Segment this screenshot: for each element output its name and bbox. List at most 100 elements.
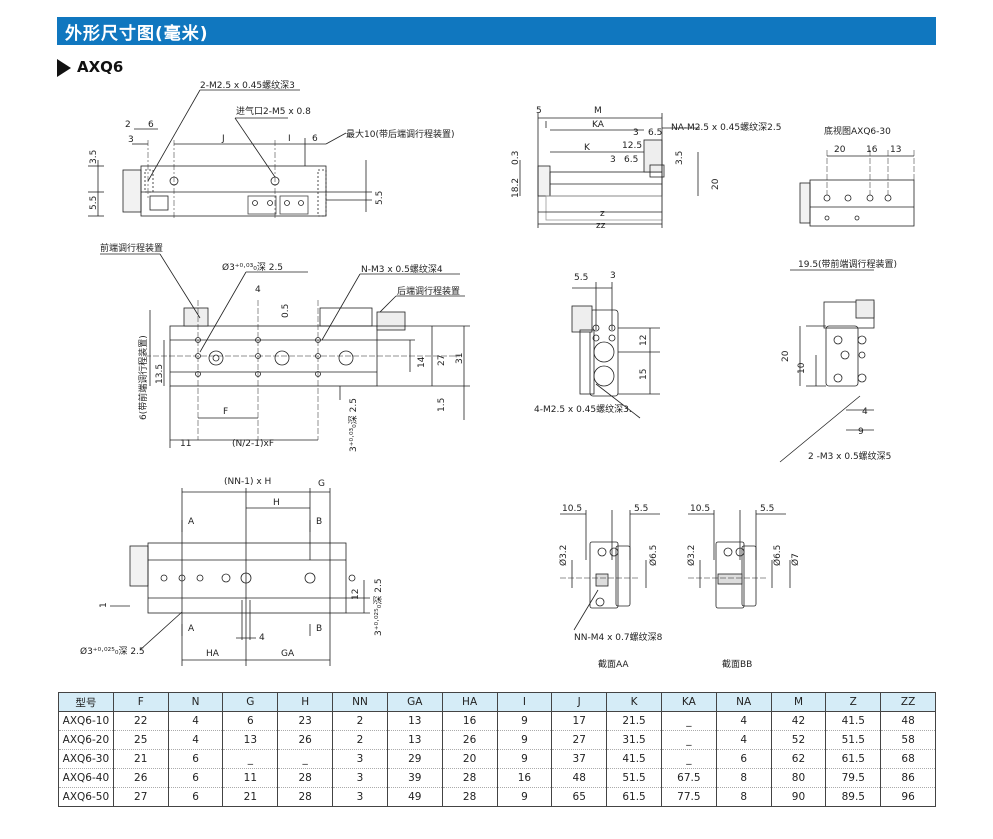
model-cell: AXQ6-30 <box>58 749 114 769</box>
table-cell: 27 <box>551 730 608 750</box>
table-cell: 89.5 <box>825 787 882 807</box>
table-cell: 37 <box>551 749 608 769</box>
table-cell: 77.5 <box>660 787 717 807</box>
dim-10: 10 <box>797 362 807 374</box>
header-bar: 外形尺寸图(毫米) <box>57 17 936 45</box>
table-cell: 26 <box>441 730 498 750</box>
table-header-cell: ZZ <box>880 692 936 712</box>
dim-5-5c: 5.5 <box>574 273 588 283</box>
view-side-section: 5.5 3 12 15 4-M2.5 x 0.45螺纹深3. <box>534 271 660 419</box>
table-cell: 6 <box>167 768 224 788</box>
air-inlet-label: 进气口2-M5 x 0.8 <box>236 105 311 117</box>
dim-nn-h: (NN-1) x H <box>224 477 271 487</box>
table-cell: 25 <box>112 730 169 750</box>
table-cell: 62 <box>770 749 827 769</box>
table-cell: 13 <box>222 730 279 750</box>
table-cell: 79.5 <box>825 768 882 788</box>
table-cell: _ <box>660 749 717 769</box>
section-b-top: B <box>316 517 322 527</box>
table-cell: 9 <box>496 711 553 731</box>
table-cell: 52 <box>770 730 827 750</box>
front-adjust-label: 前端调行程装置 <box>100 242 163 254</box>
model-cell: AXQ6-10 <box>58 711 114 731</box>
dim-M: M <box>594 106 602 116</box>
dim-12-5: 12.5 <box>622 141 642 151</box>
table-cell: 41.5 <box>606 749 662 769</box>
dim-6: 6 <box>148 120 154 130</box>
model-cell: AXQ6-20 <box>58 730 114 750</box>
table-cell: 61.5 <box>825 749 882 769</box>
view-lower-front: (NN-1) x H G H A B A B 1 12 3⁺⁰·⁰²⁵₀深 2.… <box>80 477 384 666</box>
table-cell: 28 <box>441 768 498 788</box>
table-cell: 96 <box>880 787 936 807</box>
dim-10-5a: 10.5 <box>562 504 582 514</box>
table-header-cell: GA <box>386 692 443 712</box>
dim-5-5b: 5.5 <box>375 191 385 205</box>
table-header-cell: I <box>496 692 553 712</box>
table-cell: 31.5 <box>606 730 662 750</box>
table-cell: 48 <box>880 711 936 731</box>
table-cell: 8 <box>715 787 772 807</box>
dim-15: 15 <box>639 369 649 380</box>
side-thread-label: 4-M2.5 x 0.45螺纹深3. <box>534 403 632 415</box>
dim-13-5: 13.5 <box>155 364 165 384</box>
dim-z: z <box>600 209 605 219</box>
hole-depth-label: 3⁺⁰·⁰³₀深 2.5 <box>348 398 359 452</box>
table-cell: 23 <box>277 711 334 731</box>
table-cell: 3 <box>332 749 388 769</box>
table-cell: 13 <box>386 711 443 731</box>
table-header-cell: Z <box>825 692 882 712</box>
model-cell: AXQ6-40 <box>58 768 114 788</box>
max-adjust-label: 最大10(带后端调行程装置) <box>346 128 454 140</box>
table-header-cell: HA <box>441 692 498 712</box>
dim-3: 3 <box>128 135 134 145</box>
dim-5-5d: 5.5 <box>634 504 648 514</box>
table-cell: 21 <box>222 787 279 807</box>
hole-depth-label-2: 3⁺⁰·⁰²⁵₀深 2.5 <box>373 578 384 636</box>
section-bb-label: 截面BB <box>722 658 752 670</box>
dim-zz: zz <box>596 221 606 231</box>
dim-dia-7: Ø7 <box>790 553 801 566</box>
table-cell: 39 <box>386 768 443 788</box>
dimension-drawing: 2-M2.5 x 0.45螺纹深3 进气口2-M5 x 0.8 最大10(带后端… <box>80 79 915 670</box>
table-cell: _ <box>660 730 717 750</box>
table-cell: _ <box>660 711 717 731</box>
table-cell: 28 <box>441 787 498 807</box>
na-thread-label: NA-M2.5 x 0.45螺纹深2.5 <box>671 121 781 133</box>
dim-3k: 3 <box>633 128 639 138</box>
table-cell: 13 <box>386 730 443 750</box>
view-front: 前端调行程装置 Ø3⁺⁰·⁰³₀深 2.5 N-M3 x 0.5螺纹深4 后端调… <box>100 242 470 452</box>
dim-10-5b: 10.5 <box>690 504 710 514</box>
table-cell: 2 <box>332 730 388 750</box>
table-cell: 67.5 <box>660 768 717 788</box>
table-header-row: 型号 F N G H NN GA HA I J K KA NA M Z ZZ <box>58 692 936 712</box>
table-cell: 6 <box>715 749 772 769</box>
dim-KA: KA <box>592 120 605 130</box>
dim-5-5: 5.5 <box>89 196 99 210</box>
table-cell: 16 <box>441 711 498 731</box>
page-title: 外形尺寸图(毫米) <box>65 24 209 44</box>
table-cell: 80 <box>770 768 827 788</box>
table-cell: 51.5 <box>825 730 882 750</box>
table-cell: 9 <box>496 787 553 807</box>
dim-13: 13 <box>890 145 901 155</box>
dim-dia-6-5b: Ø6.5 <box>772 545 783 566</box>
table-cell: 11 <box>222 768 279 788</box>
dim-18-2: 18.2 <box>511 178 521 198</box>
table-cell: 9 <box>496 749 553 769</box>
table-cell: 8 <box>715 768 772 788</box>
dim-14: 14 <box>417 356 427 368</box>
table-cell: 41.5 <box>825 711 882 731</box>
table-cell: 27 <box>112 787 169 807</box>
view-section-aa: 10.5 5.5 Ø3.2 Ø6.5 NN-M4 x 0.7螺纹深8 截面AA <box>558 504 663 670</box>
table-cell: 3 <box>332 787 388 807</box>
table-cell: 68 <box>880 749 936 769</box>
dim-20: 20 <box>711 178 721 190</box>
dim-GA: GA <box>281 649 295 659</box>
dim-3-5b: 3.5 <box>675 151 685 165</box>
